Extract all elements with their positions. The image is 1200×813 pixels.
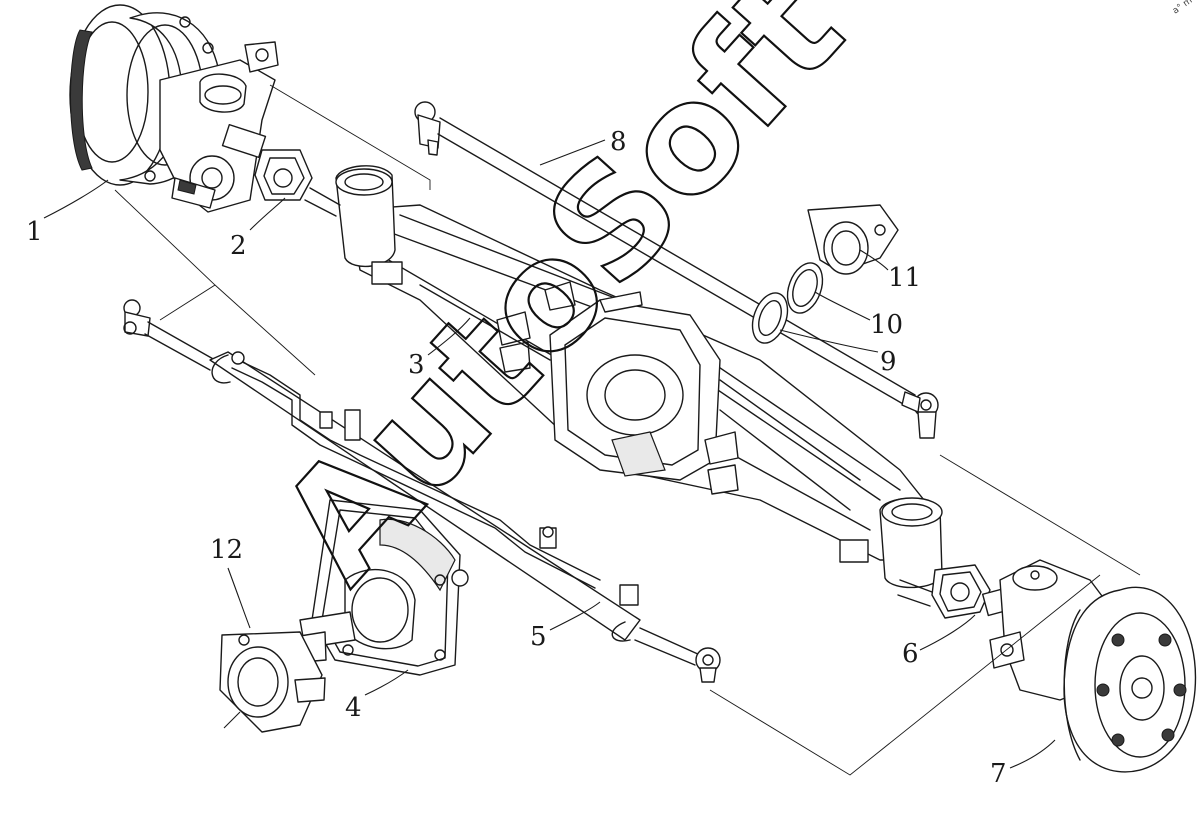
leader-12b <box>223 711 241 729</box>
left-steering-knuckle <box>159 41 279 213</box>
callout-1: 1 <box>26 217 43 247</box>
corner-mark: a° m <box>1171 0 1194 16</box>
leader-6 <box>919 614 976 651</box>
leader-8 <box>539 139 606 166</box>
callout-3: 3 <box>408 350 425 380</box>
leader-7 <box>1009 739 1056 769</box>
callout-labels: 1 2 3 4 5 6 7 8 9 10 11 12 <box>26 127 1007 789</box>
callout-6: 6 <box>902 639 919 669</box>
callout-8: 8 <box>610 127 627 157</box>
steering-cylinder <box>123 299 721 683</box>
leader-10 <box>814 291 871 321</box>
leader-12 <box>227 567 251 629</box>
leader-11 <box>859 249 889 271</box>
differential-assembly <box>299 499 469 676</box>
callout-12: 12 <box>210 535 243 565</box>
leader-2 <box>249 197 286 231</box>
callout-leaders <box>43 139 1056 769</box>
leader-9 <box>779 329 879 353</box>
callout-2: 2 <box>230 231 247 261</box>
callout-5: 5 <box>530 622 547 652</box>
leader-4 <box>364 669 409 696</box>
support-bracket <box>807 204 899 275</box>
callout-11: 11 <box>888 263 921 293</box>
axle-housing <box>335 165 943 589</box>
callout-9: 9 <box>880 347 897 377</box>
callout-4: 4 <box>345 693 362 723</box>
leader-3 <box>427 317 471 356</box>
right-wheel-hub <box>989 559 1197 773</box>
callout-10: 10 <box>870 310 903 340</box>
leader-1 <box>43 179 109 219</box>
assembly-guide-lines <box>114 84 1141 776</box>
left-universal-joint <box>221 123 341 217</box>
seal-rings <box>751 262 824 344</box>
trunnion-bracket <box>219 631 326 733</box>
callout-7: 7 <box>990 759 1007 789</box>
leader-5 <box>549 601 601 631</box>
track-rod <box>414 101 939 439</box>
